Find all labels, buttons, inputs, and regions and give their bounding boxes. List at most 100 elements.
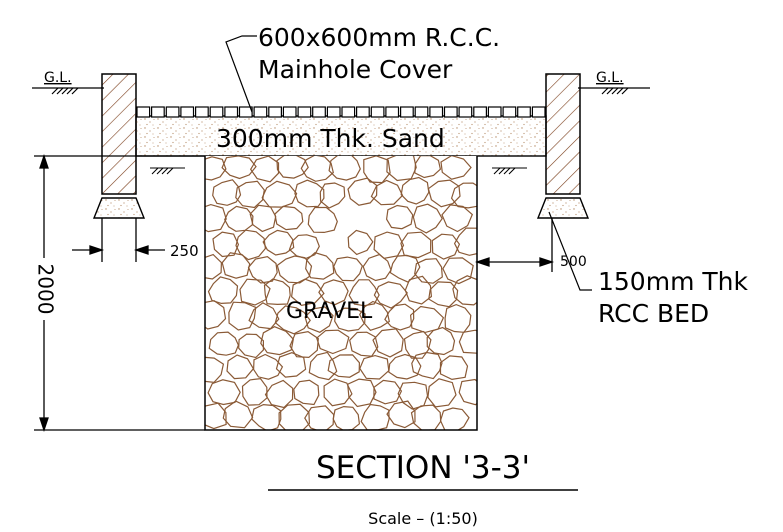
- cover-block: [341, 106, 356, 118]
- gravel-stone: [362, 253, 392, 282]
- gravel-stone: [442, 257, 474, 285]
- gravel-stone: [347, 378, 377, 408]
- cover-block: [443, 106, 458, 118]
- sand-label: 300mm Thk. Sand: [216, 124, 445, 153]
- dimension-250: [72, 218, 165, 262]
- gravel-stone: [316, 329, 350, 355]
- cover-block: [356, 106, 370, 118]
- gravel-stone: [212, 231, 240, 258]
- cover-block: [136, 106, 151, 118]
- manhole-cover-blocks: [136, 106, 546, 118]
- gravel-stone: [318, 279, 349, 306]
- gravel-stone: [328, 156, 361, 181]
- gravel-pit: [204, 156, 478, 431]
- ground-hatch-inner: [150, 167, 527, 175]
- cover-label-line2: Mainhole Cover: [258, 55, 453, 84]
- gravel-stone: [205, 203, 227, 233]
- gravel-stone: [221, 156, 257, 180]
- gravel-stone: [334, 307, 366, 332]
- cover-block: [326, 106, 341, 118]
- cover-block: [268, 106, 282, 118]
- gravel-stone: [304, 306, 334, 333]
- gravel-stone: [359, 300, 390, 331]
- dim-500-label: 500: [560, 254, 587, 270]
- gravel-stone: [439, 407, 470, 430]
- gravel-stone: [332, 405, 361, 430]
- gravel-stone: [241, 377, 268, 406]
- gravel-stone: [261, 180, 298, 208]
- scale-label: Scale – (1:50): [368, 509, 478, 528]
- gravel-stone: [205, 300, 227, 330]
- cover-block: [165, 106, 180, 118]
- gravel-stone: [263, 278, 291, 306]
- gravel-stone: [238, 333, 264, 359]
- gravel-stone: [307, 206, 338, 234]
- gravel-stone: [212, 179, 242, 206]
- gravel-stone: [235, 229, 267, 261]
- gravel-stone: [207, 276, 239, 305]
- gravel-stone: [278, 403, 311, 430]
- cover-block: [297, 106, 312, 118]
- gravel-stone: [386, 400, 416, 429]
- gravel-stone: [305, 252, 335, 280]
- gravel-stone: [384, 303, 415, 331]
- cover-block: [531, 106, 546, 118]
- gravel-stone: [205, 156, 227, 181]
- leader-bed: [548, 211, 592, 291]
- cover-block: [487, 106, 502, 118]
- gravel-stone: [414, 258, 443, 284]
- gravel-stone: [385, 204, 414, 230]
- cover-block: [209, 106, 224, 118]
- gravel-stone: [205, 253, 223, 280]
- gravel-stone: [274, 205, 304, 231]
- gravel-stone: [347, 229, 374, 256]
- gravel-stone: [360, 403, 390, 430]
- gravel-stone: [228, 301, 257, 331]
- gravel-stone: [235, 180, 265, 209]
- gravel-stone: [207, 379, 241, 406]
- gravel-stone: [293, 379, 320, 406]
- gravel-stone: [248, 302, 280, 330]
- gravel-stone: [363, 156, 391, 184]
- ground-level-right: [578, 87, 650, 95]
- dimension-2000: [34, 153, 205, 433]
- gravel-stone: [458, 329, 477, 354]
- cover-block: [458, 106, 473, 118]
- cover-block: [370, 106, 385, 118]
- cover-block: [473, 106, 487, 118]
- gravel-stone: [264, 379, 294, 409]
- gravel-stone: [249, 156, 280, 183]
- section-title: SECTION '3-3': [316, 450, 530, 486]
- gravel-stone: [274, 305, 311, 335]
- gravel-stone: [359, 354, 390, 380]
- gravel-stone: [275, 352, 307, 378]
- gravel-stone: [208, 331, 240, 356]
- gravel-stone: [222, 400, 254, 429]
- dimension-500: [474, 218, 555, 272]
- gravel-stone: [333, 256, 363, 282]
- gravel-stone: [221, 252, 251, 279]
- gravel-stone: [427, 378, 457, 408]
- footing-left: [92, 197, 146, 219]
- gravel-stone: [400, 176, 430, 205]
- gravel-stone: [400, 231, 432, 259]
- cover-block: [517, 106, 531, 118]
- gravel-stone: [404, 275, 433, 305]
- dim-250-label: 250: [170, 242, 199, 260]
- gravel-stone: [290, 278, 325, 306]
- gravel-stone: [289, 330, 319, 359]
- gravel-stone: [458, 378, 477, 406]
- cover-block: [238, 106, 253, 118]
- gravel-stone: [426, 326, 456, 356]
- gravel-label: GRAVEL: [286, 299, 373, 324]
- gravel-stone: [410, 404, 442, 430]
- cover-block: [312, 106, 326, 118]
- gravel-stone: [386, 156, 417, 182]
- wall-left: [101, 73, 137, 195]
- gravel-stone: [294, 179, 325, 208]
- cover-block: [253, 106, 268, 118]
- dim-2000-label: 2000: [34, 264, 58, 315]
- cover-block: [195, 106, 209, 118]
- gravel-stone: [276, 156, 309, 179]
